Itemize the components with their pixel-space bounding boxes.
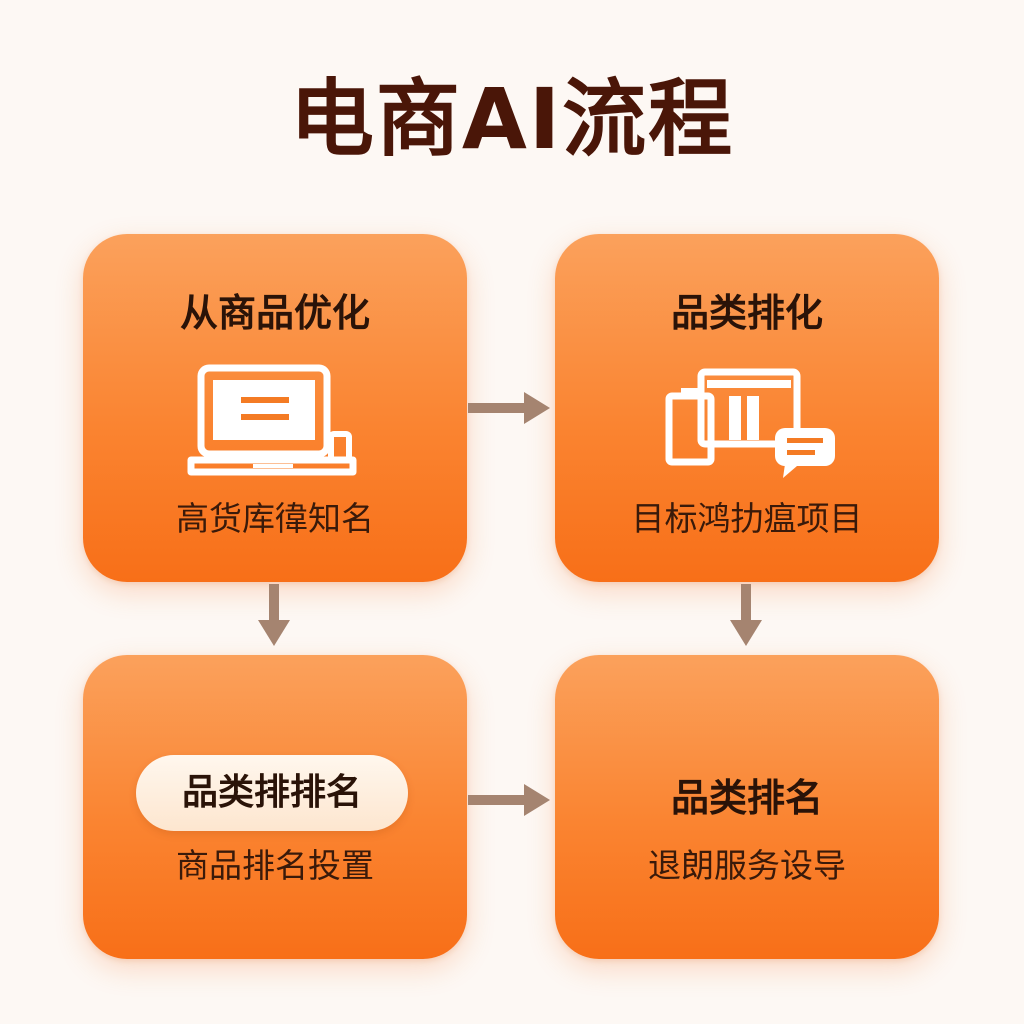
step-card-category-ranking: 品类排排名 商品排名投置 [83,655,467,959]
card-title: 品类排化 [670,291,823,335]
laptop-icon [187,364,357,476]
step-card-category-optimization: 品类排化 目标鸿扐瘟项目 [555,234,939,582]
card-title: 从商品优化 [179,291,370,335]
card-subtitle: 商品排名投置 [176,846,374,885]
arrow-down-icon [258,584,290,646]
card-subtitle: 高货库徫知名 [176,499,374,538]
devices-chat-icon [665,368,835,478]
page-title: 电商AI流程 [289,70,735,168]
card-subtitle: 退朗服务设导 [648,846,846,885]
arrow-down-icon [730,584,762,646]
card-title: 品类排名 [670,776,823,820]
highlight-pill: 品类排排名 [136,755,408,831]
arrow-right-icon [468,784,550,816]
card-subtitle: 目标鸿扐瘟项目 [631,499,863,538]
step-card-category-rank: 品类排名 退朗服务设导 [555,655,939,959]
step-card-product-optimization: 从商品优化 高货库徫知名 [83,234,467,582]
arrow-right-icon [468,392,550,424]
